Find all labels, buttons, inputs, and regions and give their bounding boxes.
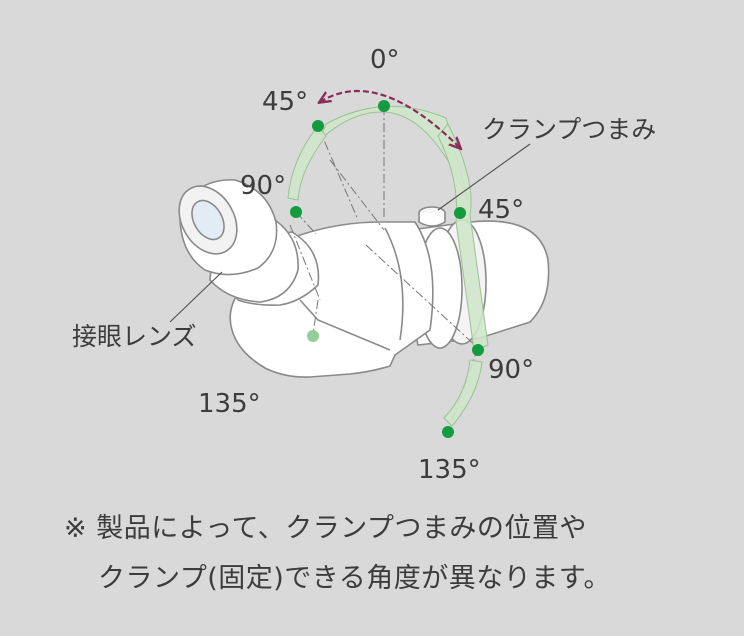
dot-135-left	[307, 330, 319, 342]
rotation-arrow	[320, 89, 460, 148]
arc-left	[287, 125, 327, 201]
label-angle-135-right: 135°	[418, 455, 481, 485]
body-seam	[299, 299, 391, 351]
eyepiece-lens	[191, 199, 225, 241]
label-angle-90-right: 90°	[488, 355, 534, 385]
label-angle-0: 0°	[370, 45, 400, 75]
note-line-1: ※ 製品によって、クランプつまみの位置や	[64, 513, 587, 544]
leader-lines	[169, 143, 531, 323]
eyepiece-leader	[169, 271, 223, 323]
body-groove	[384, 227, 404, 341]
clamp-knob-side	[418, 213, 446, 227]
dot-135-right	[442, 426, 454, 438]
label-angle-45-right: 45°	[478, 195, 524, 225]
dot-90-left	[290, 206, 302, 218]
label-angle-90-left: 90°	[240, 171, 286, 201]
dot-0	[378, 100, 390, 112]
eyepiece-label: 接眼レンズ	[72, 322, 197, 351]
label-angle-45-left: 45°	[262, 87, 308, 117]
labels: 0° 45° 90° 135° 45° 90° 135° クランプつまみ 接眼レ…	[72, 45, 656, 485]
dot-90-right	[472, 344, 484, 356]
scope-illustration	[178, 179, 550, 378]
clamp-leader	[437, 143, 531, 211]
note-line-2: クランプ(固定)できる角度が異なります。	[98, 563, 612, 594]
label-angle-135-left: 135°	[198, 389, 261, 419]
angle-dots	[290, 100, 484, 438]
dot-45-left	[312, 120, 324, 132]
clamp-knob-label: クランプつまみ	[482, 115, 656, 144]
dot-45-right	[454, 207, 466, 219]
arc-lower-right	[443, 359, 483, 427]
